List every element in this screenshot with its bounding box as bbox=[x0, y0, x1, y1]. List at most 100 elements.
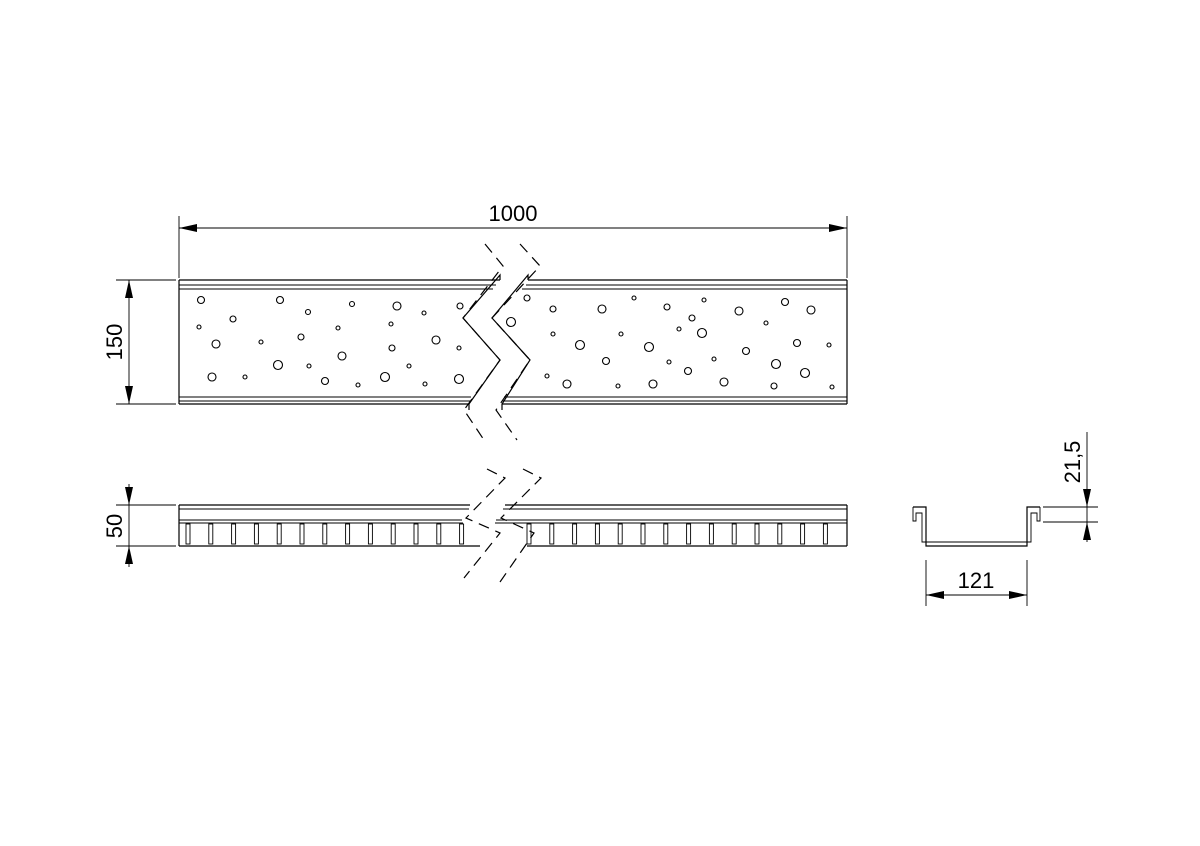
channel-rib bbox=[276, 523, 282, 545]
section-width-dimension: 121 bbox=[925, 560, 1028, 606]
grate-hole bbox=[320, 376, 330, 386]
grate-hole bbox=[392, 301, 402, 311]
side-view-channel: 50 bbox=[102, 468, 848, 583]
grate-hole bbox=[431, 335, 441, 345]
grate-hole bbox=[272, 359, 284, 371]
grate-hole bbox=[297, 333, 305, 341]
grate-hole bbox=[601, 356, 611, 366]
channel-ribs bbox=[185, 523, 828, 545]
channel-rib bbox=[436, 523, 442, 545]
channel-rib bbox=[594, 523, 600, 545]
grate-hole bbox=[229, 315, 237, 323]
break-line-top bbox=[462, 243, 541, 441]
channel-rib bbox=[459, 523, 465, 545]
grate-hole bbox=[799, 367, 811, 379]
grate-hole bbox=[618, 331, 624, 337]
grate-hole bbox=[763, 320, 769, 326]
channel-rib bbox=[345, 523, 351, 545]
height-dimension: 50 bbox=[102, 484, 176, 567]
grate-hole bbox=[456, 345, 462, 351]
grate-hole bbox=[207, 372, 217, 382]
channel-rib bbox=[526, 523, 532, 545]
channel-rib bbox=[185, 523, 191, 545]
channel-rib bbox=[777, 523, 783, 545]
grate-hole bbox=[196, 295, 206, 305]
grate-hole bbox=[337, 351, 347, 361]
channel-rib bbox=[754, 523, 760, 545]
grate-hole bbox=[663, 303, 671, 311]
grate-hole bbox=[348, 300, 356, 308]
grate-hole bbox=[211, 339, 221, 349]
channel-rib bbox=[800, 523, 806, 545]
grate-hole bbox=[806, 305, 816, 315]
grate-hole bbox=[456, 302, 464, 310]
grate-hole bbox=[648, 379, 658, 389]
channel-rib bbox=[686, 523, 692, 545]
channel-rib bbox=[299, 523, 305, 545]
grate-hole bbox=[379, 371, 391, 383]
grate-hole bbox=[719, 377, 729, 387]
channel-rib bbox=[231, 523, 237, 545]
grate-hole bbox=[770, 358, 782, 370]
grate-hole bbox=[422, 381, 428, 387]
grate-hole bbox=[734, 306, 744, 316]
channel-rib bbox=[390, 523, 396, 545]
channel-rib bbox=[572, 523, 578, 545]
break-line-side bbox=[463, 468, 543, 583]
grate-hole bbox=[643, 341, 655, 353]
channel-rib bbox=[640, 523, 646, 545]
grate-hole bbox=[304, 308, 312, 316]
grate-hole bbox=[615, 383, 621, 389]
channel-rib bbox=[322, 523, 328, 545]
grate-hole bbox=[355, 382, 361, 388]
depth-label: 21,5 bbox=[1060, 441, 1085, 484]
width-label: 150 bbox=[102, 324, 127, 361]
grate-hole bbox=[826, 342, 832, 348]
channel-left-section bbox=[178, 504, 480, 547]
channel-rib bbox=[663, 523, 669, 545]
grate-hole bbox=[631, 295, 637, 301]
grate-hole bbox=[306, 363, 312, 369]
channel-rib bbox=[549, 523, 555, 545]
grate-hole bbox=[666, 359, 672, 365]
grate-hole bbox=[421, 310, 427, 316]
channel-rib bbox=[367, 523, 373, 545]
grate-hole bbox=[544, 373, 550, 379]
channel-rib bbox=[708, 523, 714, 545]
grate-hole bbox=[770, 382, 778, 390]
grate-hole bbox=[676, 326, 682, 332]
grate-hole bbox=[258, 339, 264, 345]
grate-hole bbox=[550, 331, 556, 337]
grate-hole bbox=[562, 379, 572, 389]
grate-hole bbox=[741, 346, 751, 356]
grate-hole bbox=[792, 338, 802, 348]
grate-left-section bbox=[178, 279, 500, 405]
channel-rib bbox=[208, 523, 214, 545]
height-label: 50 bbox=[102, 514, 127, 538]
grate-hole bbox=[242, 374, 248, 380]
grate-holes bbox=[196, 294, 835, 390]
channel-right-section bbox=[495, 504, 848, 547]
channel-rib bbox=[253, 523, 259, 545]
depth-dimension: 21,5 bbox=[1043, 432, 1098, 542]
grate-hole bbox=[453, 373, 465, 385]
grate-hole bbox=[780, 297, 790, 307]
grate-hole bbox=[688, 314, 696, 322]
grate-hole bbox=[696, 327, 708, 339]
grate-hole bbox=[829, 384, 835, 390]
grate-hole bbox=[597, 304, 607, 314]
grate-hole bbox=[406, 363, 412, 369]
grate-hole bbox=[275, 295, 285, 305]
grate-hole bbox=[505, 316, 517, 328]
section-width-label: 121 bbox=[958, 568, 995, 593]
channel-rib bbox=[413, 523, 419, 545]
channel-rib bbox=[731, 523, 737, 545]
channel-rib bbox=[617, 523, 623, 545]
grate-hole bbox=[683, 366, 693, 376]
grate-hole bbox=[701, 297, 707, 303]
top-view-grate: 1000 bbox=[102, 201, 848, 441]
channel-rib bbox=[822, 523, 828, 545]
grate-hole bbox=[523, 294, 531, 302]
cross-section: 21,5 121 bbox=[912, 432, 1098, 606]
